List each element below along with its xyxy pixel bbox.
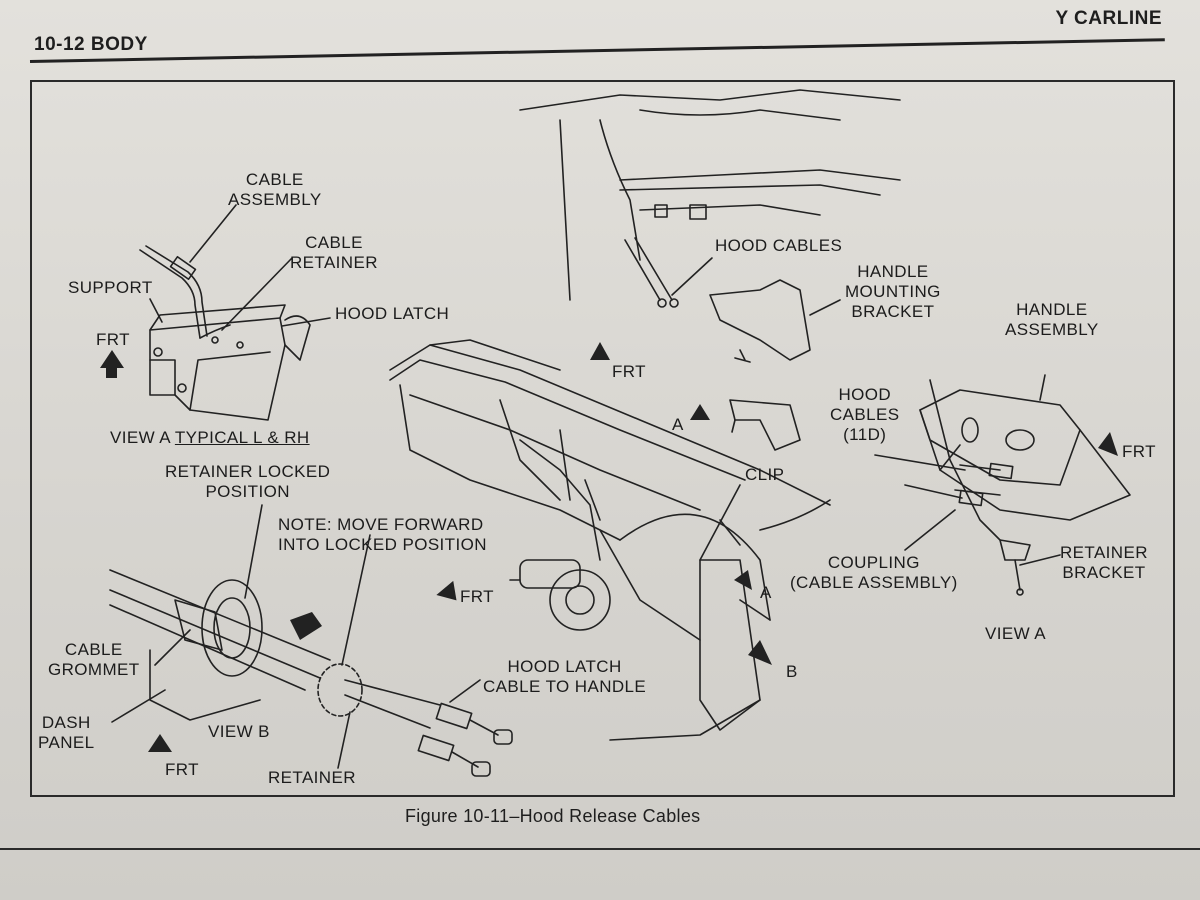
label-support: SUPPORT bbox=[68, 278, 153, 297]
label-coupling: COUPLING (CABLE ASSEMBLY) bbox=[790, 553, 958, 592]
label-frt-top-left: FRT bbox=[96, 330, 130, 349]
cowl-assembly-drawing bbox=[389, 339, 831, 741]
view-a-typical-suffix: TYPICAL L & RH bbox=[174, 428, 310, 447]
view-a-typical-title: VIEW A TYPICAL L & RH bbox=[110, 428, 310, 448]
label-retainer-bracket: RETAINER BRACKET bbox=[1060, 543, 1148, 582]
label-retainer: RETAINER bbox=[268, 768, 356, 787]
label-hood-cables-11d: HOOD CABLES (11D) bbox=[830, 385, 900, 444]
frt-arrow-right bbox=[1098, 432, 1118, 456]
frt-arrow-bottom-left bbox=[148, 734, 172, 752]
label-hood-cables: HOOD CABLES bbox=[715, 236, 843, 255]
label-view-b: VIEW B bbox=[208, 722, 270, 741]
label-retainer-locked: RETAINER LOCKED POSITION bbox=[165, 462, 331, 501]
label-frt-bottom-left: FRT bbox=[165, 760, 199, 779]
view-a-drawing bbox=[874, 374, 1131, 596]
figure-frame bbox=[30, 80, 1175, 797]
a-arrow-mid bbox=[690, 404, 710, 420]
label-handle-mounting-bracket: HANDLE MOUNTING BRACKET bbox=[845, 262, 941, 321]
label-frt-center: FRT bbox=[460, 587, 494, 606]
frt-arrow-mid bbox=[590, 342, 610, 360]
label-note: NOTE: MOVE FORWARD INTO LOCKED POSITION bbox=[278, 515, 487, 554]
frt-arrow-center bbox=[436, 580, 457, 601]
frt-arrow-top-left bbox=[100, 350, 124, 378]
b-arrow-lower bbox=[748, 640, 772, 665]
view-a-typical-drawing bbox=[139, 204, 331, 421]
label-hood-latch-top: HOOD LATCH bbox=[335, 304, 450, 323]
view-a-typical-prefix: VIEW A bbox=[110, 428, 171, 447]
label-view-a: VIEW A bbox=[985, 624, 1046, 643]
push-arrow bbox=[290, 612, 322, 640]
view-b-drawing bbox=[109, 504, 513, 777]
label-dash-panel: DASH PANEL bbox=[38, 713, 95, 752]
hood-hinge-drawing bbox=[519, 89, 901, 451]
label-a-lower: A bbox=[760, 583, 772, 602]
label-a-mid: A bbox=[672, 415, 684, 434]
label-frt-right: FRT bbox=[1122, 442, 1156, 461]
label-clip: CLIP bbox=[745, 465, 785, 484]
label-cable-grommet: CABLE GROMMET bbox=[48, 640, 140, 679]
label-hood-latch-cable: HOOD LATCH CABLE TO HANDLE bbox=[483, 657, 647, 696]
label-cable-retainer: CABLE RETAINER bbox=[290, 233, 378, 272]
label-handle-assembly: HANDLE ASSEMBLY bbox=[1005, 300, 1099, 339]
bottom-rule bbox=[0, 848, 1200, 850]
carline-header: Y CARLINE bbox=[1055, 8, 1162, 29]
label-b-lower: B bbox=[786, 662, 798, 681]
label-cable-assembly: CABLE ASSEMBLY bbox=[228, 170, 322, 209]
section-header: 10-12 BODY bbox=[34, 34, 148, 55]
label-frt-mid: FRT bbox=[612, 362, 646, 381]
figure-caption: Figure 10-11–Hood Release Cables bbox=[405, 806, 701, 826]
